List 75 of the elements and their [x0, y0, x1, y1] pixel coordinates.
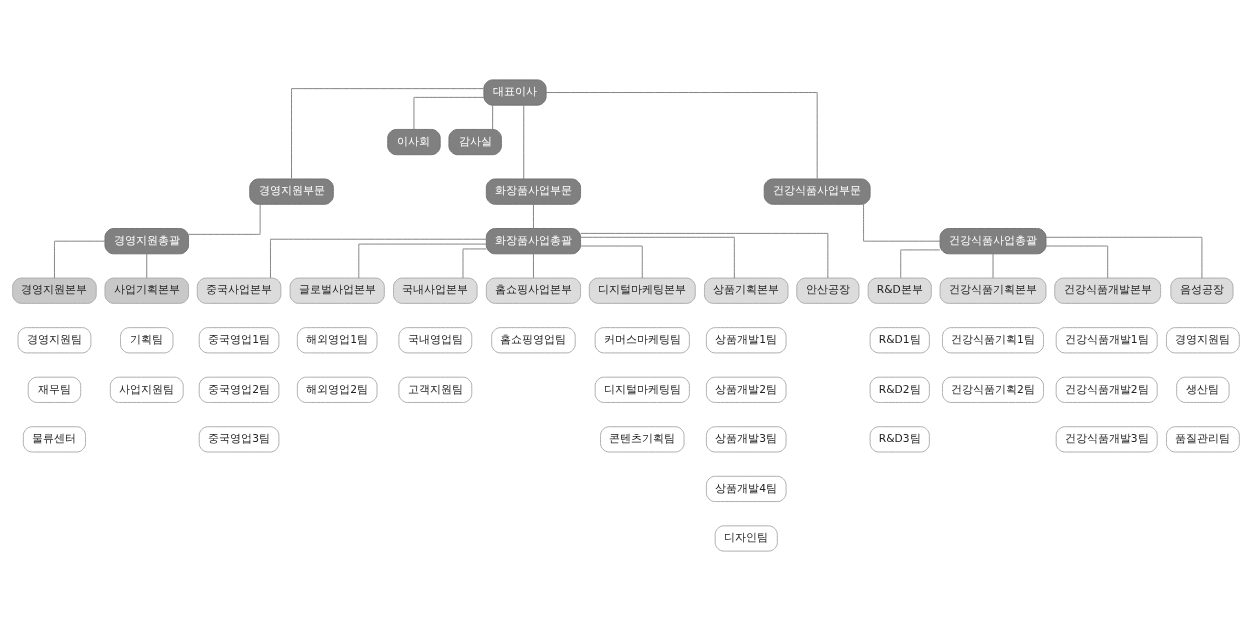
- node-box: 대표이사: [483, 78, 547, 106]
- connector: [992, 252, 994, 278]
- node-box: 상품개발2팀: [705, 376, 787, 403]
- node-box: 국내사업본부: [393, 277, 478, 304]
- node-box: 건강식품개발1팀: [1055, 326, 1158, 353]
- connector: [532, 203, 534, 229]
- connector: [291, 87, 484, 179]
- connector: [146, 252, 148, 278]
- connector: [270, 238, 487, 278]
- node-box: 화장품사업총괄: [485, 227, 582, 254]
- node-box: 상품개발3팀: [705, 425, 787, 452]
- node-box: 중국영업3팀: [198, 425, 280, 452]
- node-box: R&D본부: [867, 277, 932, 304]
- connector: [1045, 236, 1203, 279]
- node-box: 커머스마케팅팀: [594, 326, 690, 353]
- node-box: 물류센터: [22, 425, 87, 452]
- node-box: 기획팀: [120, 326, 174, 353]
- node-box: 경영지원팀: [17, 326, 92, 353]
- node-box: 디지털마케팅팀: [594, 376, 690, 403]
- node-box: 콘텐츠기획팀: [600, 425, 685, 452]
- node-box: R&D3팀: [869, 425, 930, 452]
- node-box: R&D1팀: [869, 326, 930, 353]
- node-box: 건강식품기획2팀: [942, 376, 1045, 403]
- node-box: 해외영업1팀: [296, 326, 378, 353]
- node-box: 경영지원부문: [249, 178, 334, 205]
- node-box: 글로벌사업본부: [289, 277, 385, 304]
- connector: [1045, 245, 1109, 279]
- connector: [900, 248, 941, 278]
- node-box: 국내영업팀: [398, 326, 473, 353]
- node-box: 경영지원총괄: [104, 227, 190, 254]
- node-box: 사업지원팀: [109, 376, 184, 403]
- node-box: 고객지원팀: [398, 376, 473, 403]
- connector: [358, 243, 487, 278]
- node-box: 건강식품개발본부: [1054, 277, 1162, 304]
- node-box: 디자인팀: [714, 524, 778, 552]
- connector: [863, 203, 941, 242]
- connector: [523, 104, 525, 179]
- node-box: 상품개발1팀: [705, 326, 787, 353]
- node-box: 건강식품개발2팀: [1055, 376, 1158, 403]
- connector: [580, 245, 643, 279]
- node-box: R&D2팀: [869, 376, 930, 403]
- node-box: 홈쇼핑영업팀: [491, 326, 576, 353]
- node-box: 감사실: [448, 128, 502, 155]
- node-box: 해외영업2팀: [296, 376, 378, 403]
- node-box: 건강식품기획본부: [939, 277, 1047, 304]
- node-box: 화장품사업부문: [485, 178, 582, 205]
- node-box: 중국영업2팀: [198, 376, 280, 403]
- node-box: 상품개발4팀: [705, 475, 787, 502]
- node-box: 홈쇼핑사업본부: [485, 277, 582, 304]
- node-box: 경영지원본부: [12, 277, 97, 304]
- node-box: 생산팀: [1176, 376, 1230, 403]
- node-box: 건강식품사업총괄: [939, 227, 1047, 254]
- node-box: 음성공장: [1170, 277, 1234, 304]
- node-box: 중국영업1팀: [198, 326, 280, 353]
- connector: [462, 247, 487, 278]
- node-box: 경영지원팀: [1165, 326, 1240, 353]
- node-box: 디지털마케팅본부: [588, 277, 696, 304]
- connector: [545, 91, 818, 179]
- connector: [580, 236, 735, 279]
- node-box: 건강식품기획1팀: [942, 326, 1045, 353]
- node-box: 사업기획본부: [104, 277, 190, 304]
- node-box: 건강식품사업부문: [763, 178, 871, 205]
- node-box: 상품기획본부: [703, 277, 789, 304]
- connector: [580, 232, 829, 278]
- node-box: 중국사업본부: [196, 277, 282, 304]
- node-box: 재무팀: [27, 376, 82, 403]
- connector: [413, 96, 485, 130]
- connector: [492, 104, 494, 130]
- node-box: 이사회: [387, 128, 441, 155]
- connector: [532, 252, 534, 278]
- connector: [188, 203, 261, 235]
- node-box: 품질관리팀: [1165, 425, 1240, 452]
- node-box: 건강식품개발3팀: [1055, 425, 1158, 452]
- connector: [53, 240, 106, 278]
- node-box: 안산공장: [796, 277, 860, 304]
